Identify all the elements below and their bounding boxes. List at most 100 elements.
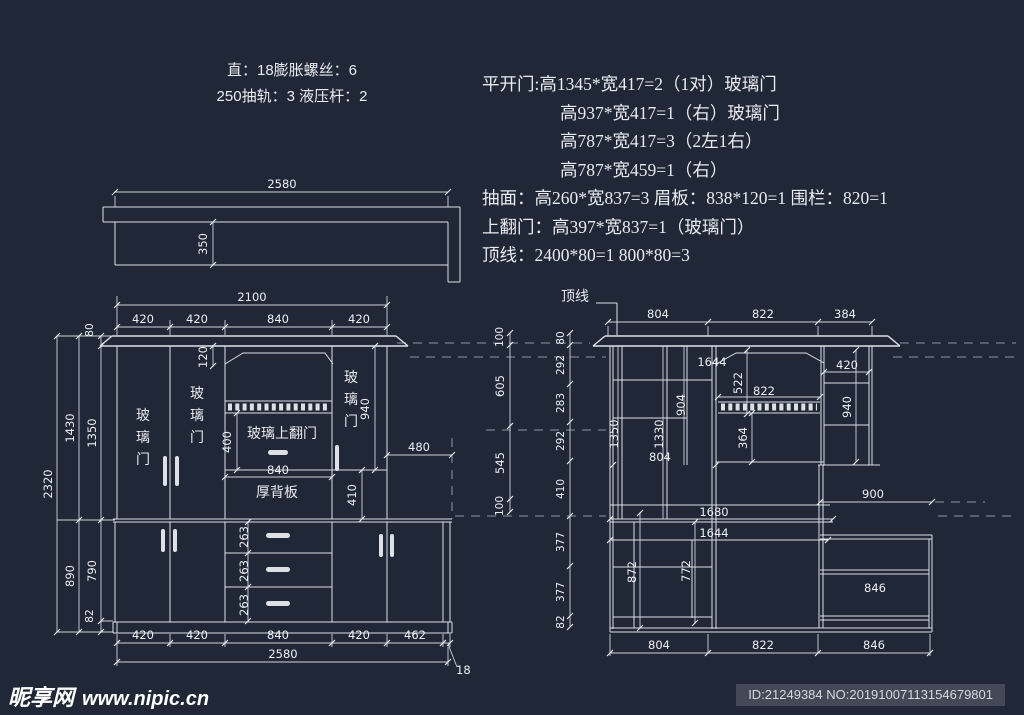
dim-2320: 2320 [41,469,55,498]
dim-420: 420 [186,628,208,642]
spec-line: 顶线：2400*80=1 800*80=3 [482,245,690,265]
right-dim-ticks [506,318,936,657]
thick-back-panel-label: 厚背板 [256,485,298,501]
dim-80: 80 [84,323,96,336]
dim-480: 480 [408,440,430,454]
dim-420: 420 [132,628,154,642]
drawer-handle [266,567,290,572]
dim-420: 420 [132,312,154,326]
top-view-dim-lines [114,191,449,265]
glass-flip-door-label: 玻璃上翻门 [247,425,317,442]
dim-890: 890 [63,565,77,587]
right-carcass [609,345,873,632]
watermark-site-name: 昵享网 [8,685,75,710]
top-view-depth-dim: 350 [196,233,210,255]
image-id-badge: ID:21249384 NO:20191007113154679801 [736,684,1005,706]
hardware-note-line2: 250抽轨：3 液压杆：2 [216,88,368,105]
spec-list: 平开门:高1345*宽417=2（1对）玻璃门 高937*宽417=1（右）玻璃… [482,70,888,270]
dim-120: 120 [196,346,210,368]
door-handle [173,529,177,552]
dim-940: 940 [840,396,854,418]
dim-462: 462 [404,628,426,642]
dim-292: 292 [555,355,567,375]
spec-line: 高937*宽417=1（右）玻璃门 [560,102,780,123]
right-railing [718,401,820,414]
dim-1330: 1330 [652,419,666,448]
top-line-leader [596,302,618,335]
dim-400: 400 [220,431,234,453]
dim-840: 840 [267,463,289,477]
dim-420: 420 [836,358,858,372]
dim-1680: 1680 [699,505,728,519]
glass-door-label: 门 [344,414,358,430]
dim-790: 790 [85,560,99,582]
dim-605: 605 [493,375,507,397]
door-handle [335,445,339,471]
top-line-label: 顶线 [561,289,589,305]
dim-18: 18 [456,663,471,677]
watermark: 昵享网 www.nipic.cn [8,680,209,712]
dim-822: 822 [752,638,774,652]
glass-door-label: 门 [136,452,150,468]
right-cornice [592,335,901,347]
drawer-handle [266,601,290,606]
dim-522: 522 [731,372,745,394]
dim-82: 82 [84,609,96,622]
dim-1644: 1644 [699,526,728,540]
glass-door-label: 玻 [344,370,358,386]
dim-420: 420 [186,312,208,326]
dim-804: 804 [649,450,671,464]
dim-545: 545 [493,452,507,474]
dim-822: 822 [752,307,774,321]
spec-line: 平开门:高1345*宽417=2（1对）玻璃门 [482,74,777,94]
dim-263: 263 [237,526,251,548]
dim-772: 772 [679,560,693,582]
dim-872: 872 [625,561,639,583]
dim-80: 80 [555,331,567,344]
dim-2100: 2100 [237,290,266,304]
left-dim-ticks [53,301,456,666]
dim-100: 100 [494,496,506,516]
dim-804: 804 [647,307,669,321]
dim-100: 100 [494,327,506,347]
hardware-note-line1: 直：18膨胀螺丝：6 [226,62,358,79]
right-shelves [610,379,880,618]
left-base-board [112,621,453,634]
dim-846: 846 [864,581,886,595]
door-handle [161,529,165,552]
dim-384: 384 [834,307,856,321]
left-eyebrow-board [224,352,334,365]
right-eyebrow-board [717,352,825,364]
dim-940: 940 [358,398,372,420]
dim-822: 822 [753,384,775,398]
top-view-outline [102,206,461,283]
dim-1430: 1430 [63,413,77,442]
hardware-notes: 直：18膨胀螺丝：6 250抽轨：3 液压杆：2 [194,58,390,110]
left-railing [225,400,332,414]
door-handle [175,456,179,486]
dashed-reference-lines [397,342,1016,519]
door-handle [379,534,383,557]
dim-1644: 1644 [697,355,726,369]
glass-door-label: 璃 [344,391,358,408]
spec-line: 高787*宽417=3（2左1右） [560,131,763,151]
dim-1350: 1350 [85,418,99,447]
dim-263: 263 [237,594,251,616]
dim-900: 900 [862,487,884,501]
dim-1350: 1350 [607,419,621,448]
door-handle [163,456,167,486]
flip-door-handle [268,450,288,455]
dim-410: 410 [345,484,359,506]
glass-door-label: 玻 [136,408,150,424]
dim-283: 283 [555,393,567,413]
dim-420: 420 [348,312,370,326]
glass-door-label: 门 [190,430,204,446]
top-view-dim-ticks [111,188,452,269]
dim-840: 840 [267,628,289,642]
dim-2580: 2580 [268,647,297,661]
watermark-site-url: www.nipic.cn [82,688,210,710]
dim-263: 263 [237,560,251,582]
glass-door-label: 玻 [190,386,204,402]
door-handle [390,534,394,557]
